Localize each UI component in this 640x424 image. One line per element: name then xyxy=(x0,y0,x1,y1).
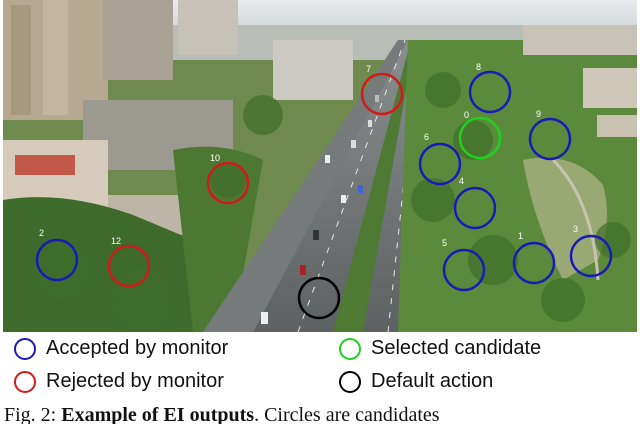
candidate-circle-7 xyxy=(360,72,404,116)
candidate-label-6: 6 xyxy=(424,132,429,142)
path xyxy=(551,158,600,281)
candidate-circle-5 xyxy=(442,248,486,292)
legend-rejected-label: Rejected by monitor xyxy=(46,370,224,392)
clearing xyxy=(523,157,607,280)
candidate-label-4: 4 xyxy=(459,176,464,186)
figure-caption: Fig. 2: Example of EI outputs. Circles a… xyxy=(4,404,640,424)
candidate-circle-1 xyxy=(512,241,556,285)
candidate-label-5: 5 xyxy=(442,238,447,248)
candidate-circle-0 xyxy=(458,116,502,160)
legend-rejected: Rejected by monitor xyxy=(14,370,224,393)
rejected-swatch-icon xyxy=(14,370,36,393)
right-buildings xyxy=(523,25,637,137)
candidate-circle-10 xyxy=(206,161,250,205)
accepted-swatch-icon xyxy=(14,337,36,360)
candidate-label-9: 9 xyxy=(536,109,541,119)
candidate-label-12: 12 xyxy=(111,236,121,246)
legend-accepted-label: Accepted by monitor xyxy=(46,337,229,359)
default-swatch-icon xyxy=(339,370,361,393)
cars xyxy=(261,95,379,324)
candidate-circle-4 xyxy=(453,186,497,230)
legend-default: Default action xyxy=(339,370,493,393)
candidate-label-2: 2 xyxy=(39,228,44,238)
left-buildings xyxy=(3,0,353,235)
candidate-circle-6 xyxy=(418,142,462,186)
legend-selected: Selected candidate xyxy=(339,337,541,360)
candidate-label-10: 10 xyxy=(210,153,220,163)
candidate-circle-12 xyxy=(107,244,151,288)
candidate-label-0: 0 xyxy=(464,110,469,120)
legend-selected-label: Selected candidate xyxy=(371,337,542,359)
candidate-label-7: 7 xyxy=(366,64,371,74)
legend-accepted: Accepted by monitor xyxy=(14,337,228,360)
median xyxy=(333,40,415,332)
caption-rest: . Circles are candidates xyxy=(254,404,440,424)
candidate-circle-2 xyxy=(35,238,79,282)
candidate-label-1: 1 xyxy=(518,231,523,241)
caption-prefix: Fig. 2: xyxy=(4,404,62,424)
candidate-label-3: 3 xyxy=(573,224,578,234)
candidate-circle-default xyxy=(297,276,341,320)
candidate-circle-8 xyxy=(468,70,512,114)
tree-texture xyxy=(35,72,631,330)
candidate-label-8: 8 xyxy=(476,62,481,72)
candidate-circle-3 xyxy=(569,234,613,278)
candidate-circle-9 xyxy=(528,117,572,161)
selected-swatch-icon xyxy=(339,337,361,360)
caption-title: Example of EI outputs xyxy=(61,404,255,424)
legend-default-label: Default action xyxy=(371,370,494,392)
